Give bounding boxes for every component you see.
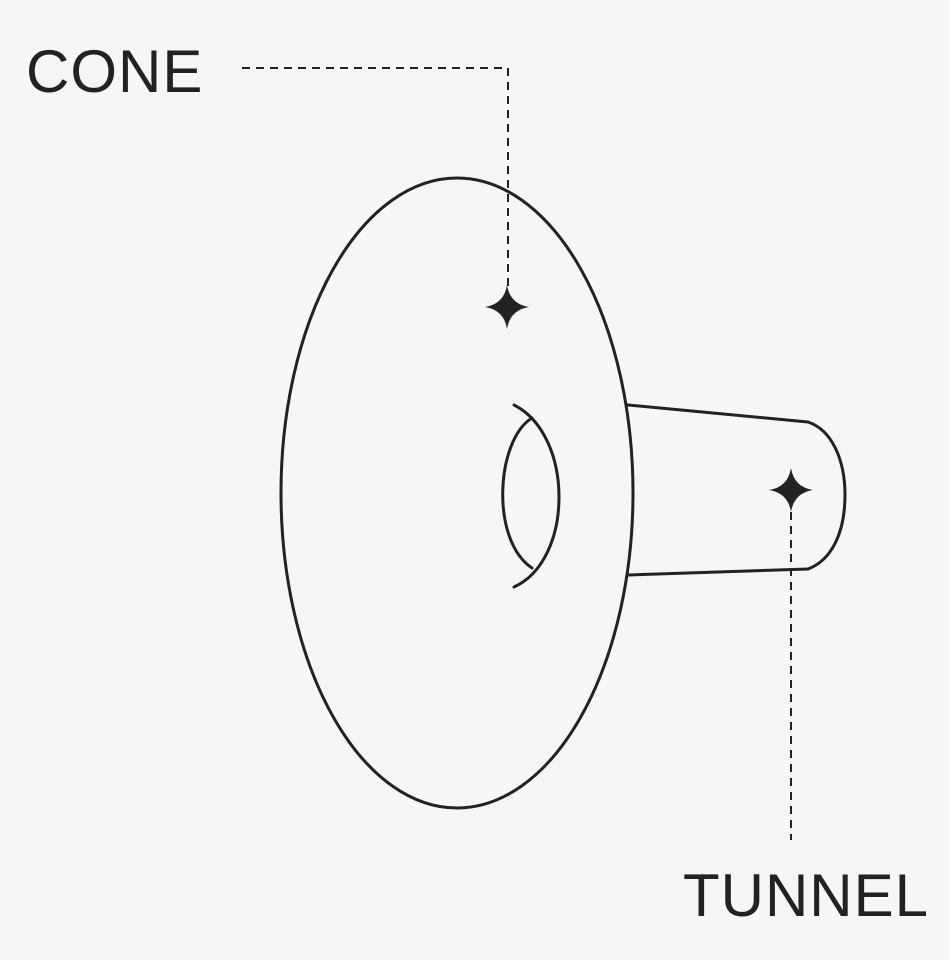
cone-shape — [279, 176, 635, 810]
tunnel-label: TUNNEL — [683, 862, 930, 929]
cone-label: CONE — [26, 38, 204, 105]
tunnel-top-edge — [626, 403, 810, 424]
opening-outer-arc — [512, 403, 561, 589]
cone-star-icon — [485, 285, 529, 329]
opening-inner-arc — [501, 416, 534, 570]
cone-opening — [501, 403, 561, 589]
cone-leader-line — [242, 67, 509, 292]
tunnel-shape — [626, 403, 847, 577]
tunnel-bottom-edge — [626, 567, 810, 577]
tunnel-star-icon — [769, 468, 813, 512]
tunnel-end-cap — [806, 420, 847, 571]
